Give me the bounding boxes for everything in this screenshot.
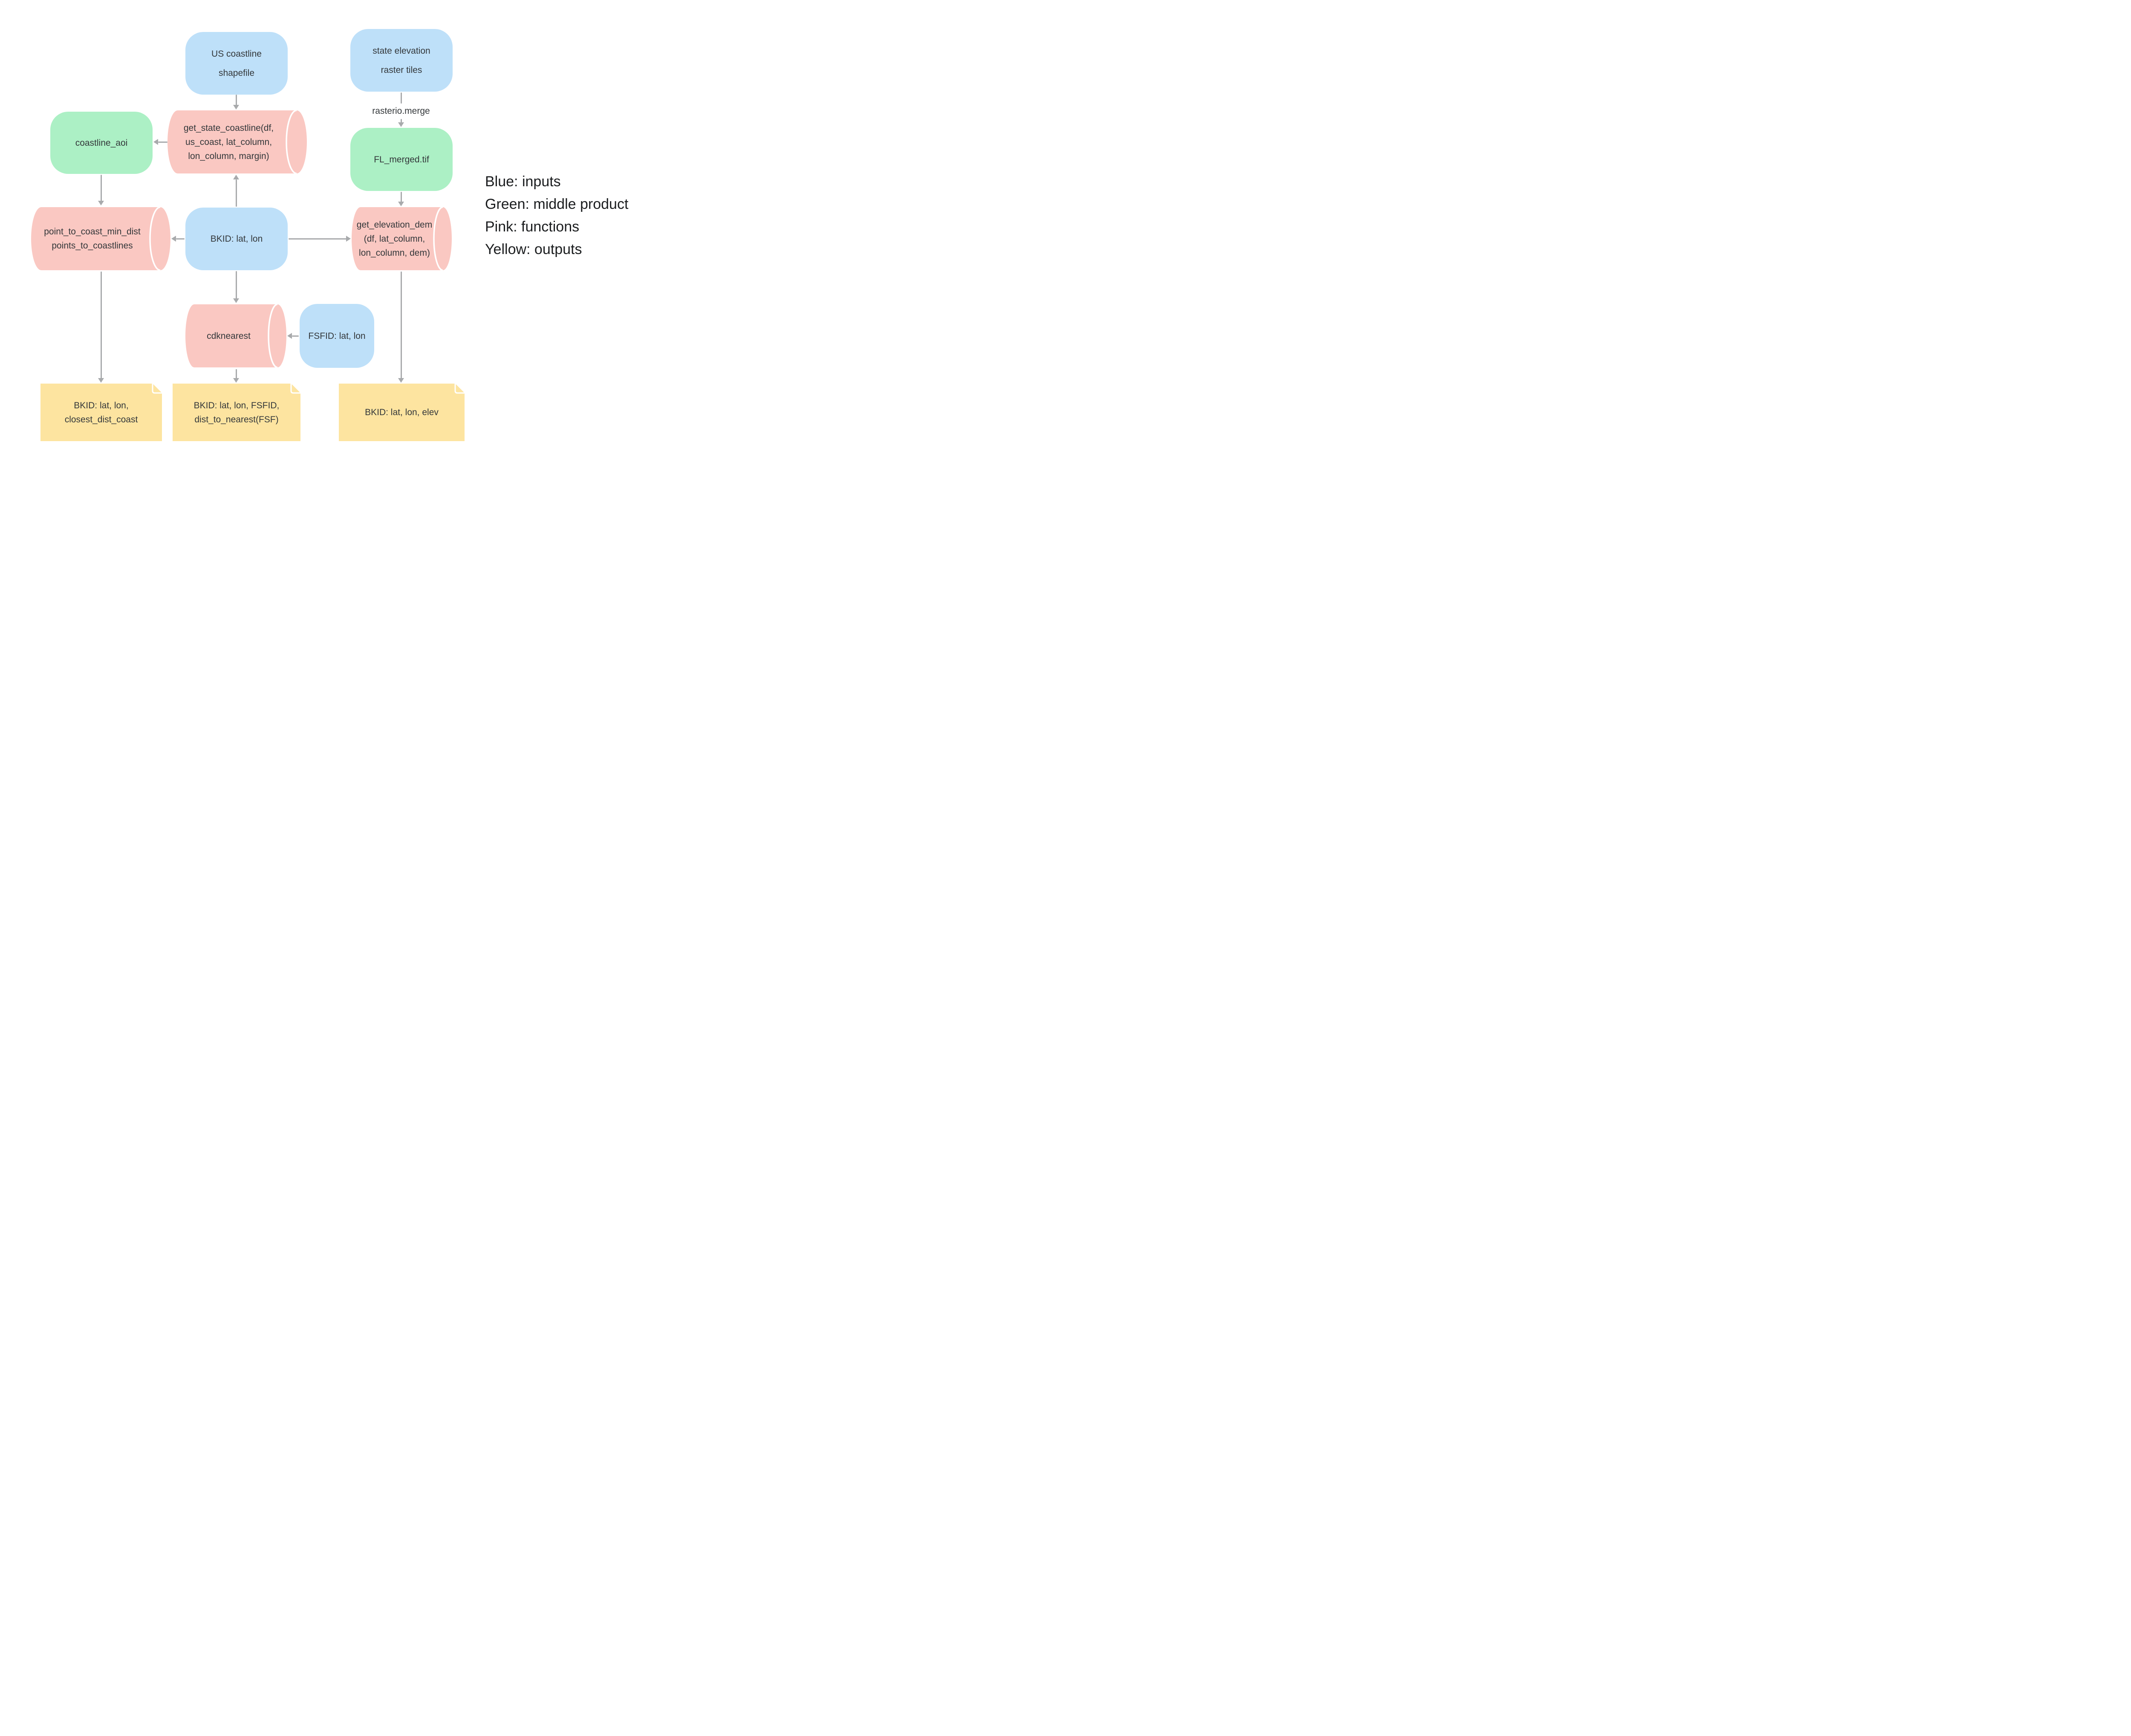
node-us-coastline-shapefile: US coastline shapefile <box>185 32 288 95</box>
node-fsfid-lat-lon: FSFID: lat, lon <box>300 304 374 368</box>
arrow-fsfid-to-cdknearest <box>292 335 299 337</box>
arrow-point-to-coast-to-output-coast <box>100 272 102 378</box>
note-shape <box>173 384 300 441</box>
arrowhead-us-coastline-to-get-state-coastline <box>233 105 239 110</box>
arrowhead-fl-merged-to-get-elevation-dem <box>398 202 404 206</box>
node-output-bkid-lat-lon-elev: BKID: lat, lon, elev <box>339 384 465 441</box>
node-get-elevation-dem: get_elevation_dem (df, lat_column, lon_c… <box>352 207 452 271</box>
arrowhead-coastline-aoi-to-point-to-coast <box>98 201 104 205</box>
node-label-line: FSFID: lat, lon <box>308 331 366 341</box>
cylinder-shape <box>352 207 452 271</box>
node-label-line: get_elevation_dem <box>356 220 433 230</box>
rasterio-merge-label: rasterio.merge <box>358 106 444 116</box>
node-label-line: lon_column, margin) <box>188 151 269 161</box>
arrow-get-elevation-dem-to-output-elev <box>400 272 402 378</box>
arrow-coastline-aoi-to-point-to-coast <box>100 175 102 201</box>
node-label-line: coastline_aoi <box>75 138 128 148</box>
note-shape <box>40 384 162 441</box>
legend-item-pink: Pink: functions <box>485 219 580 235</box>
arrowhead-rasterio-merge-to-fl-merged <box>398 122 404 127</box>
node-label-line: cdknearest <box>207 331 251 341</box>
arrowhead-bkid-to-get-state-coastline <box>233 175 239 179</box>
node-label-line: point_to_coast_min_dist <box>44 227 141 237</box>
node-label-line: shapefile <box>218 68 255 78</box>
node-label-line: points_to_coastlines <box>52 241 133 251</box>
node-label-line: BKID: lat, lon, FSFID, <box>193 400 280 410</box>
legend-item-yellow: Yellow: outputs <box>485 241 582 257</box>
note-shape <box>339 384 465 441</box>
node-bkid-lat-lon: BKID: lat, lon <box>185 208 288 270</box>
cylinder-shape <box>185 304 286 368</box>
node-label-line: (df, lat_column, <box>364 234 425 244</box>
arrowhead-bkid-to-cdknearest <box>233 298 239 303</box>
node-label-line: us_coast, lat_column, <box>185 137 272 147</box>
arrowhead-bkid-to-get-elevation-dem <box>346 236 351 242</box>
arrow-fl-merged-to-get-elevation-dem <box>400 192 402 202</box>
node-state-elevation-raster-tiles: state elevation raster tiles <box>350 29 453 92</box>
node-label-line: US coastline <box>211 49 262 59</box>
node-get-state-coastline: get_state_coastline(df, us_coast, lat_co… <box>167 110 307 174</box>
node-label-line: BKID: lat, lon <box>210 234 263 244</box>
arrowhead-fsfid-to-cdknearest <box>287 333 292 339</box>
arrowhead-bkid-to-point-to-coast <box>171 236 176 242</box>
node-label-line: get_state_coastline(df, <box>183 123 274 133</box>
node-cdknearest: cdknearest <box>185 304 286 368</box>
node-coastline-aoi: coastline_aoi <box>50 112 153 174</box>
legend: Blue: inputs Green: middle product Pink:… <box>485 170 628 261</box>
node-label-line: dist_to_nearest(FSF) <box>194 414 279 425</box>
node-label-line: state elevation <box>372 46 430 56</box>
arrowhead-get-elevation-dem-to-output-elev <box>398 378 404 383</box>
node-label-line: BKID: lat, lon, elev <box>365 407 439 417</box>
cylinder-shape <box>31 207 170 271</box>
node-label-line: BKID: lat, lon, <box>74 400 129 410</box>
node-output-bkid-fsfid-dist-to-nearest: BKID: lat, lon, FSFID, dist_to_nearest(F… <box>173 384 300 441</box>
arrow-get-state-coastline-to-coastline-aoi <box>158 141 167 143</box>
arrow-us-coastline-to-get-state-coastline <box>235 95 237 105</box>
node-output-bkid-closest-dist-coast: BKID: lat, lon, closest_dist_coast <box>40 384 162 441</box>
arrowhead-get-state-coastline-to-coastline-aoi <box>153 139 158 145</box>
node-fl-merged-tif: FL_merged.tif <box>350 128 453 191</box>
arrowhead-cdknearest-to-output-fsf <box>233 378 239 383</box>
node-label-line: lon_column, dem) <box>359 248 430 258</box>
arrow-bkid-to-get-elevation-dem <box>289 238 347 240</box>
arrow-rasterio-merge-to-fl-merged <box>400 119 402 123</box>
legend-item-green: Green: middle product <box>485 196 629 212</box>
arrow-bkid-to-cdknearest <box>235 271 237 299</box>
node-label-line: raster tiles <box>381 65 422 75</box>
node-point-to-coast-min-dist: point_to_coast_min_dist points_to_coastl… <box>31 207 170 271</box>
arrow-bkid-to-get-state-coastline <box>235 179 237 207</box>
diagram-canvas: rasterio.merge US coastline shapefile st… <box>0 0 658 471</box>
arrowhead-point-to-coast-to-output-coast <box>98 378 104 383</box>
arrow-bkid-to-point-to-coast <box>176 238 185 240</box>
node-label-line: FL_merged.tif <box>374 154 429 165</box>
node-label-line: closest_dist_coast <box>64 414 138 425</box>
arrow-state-elevation-to-rasterio-merge <box>400 92 402 104</box>
legend-item-blue: Blue: inputs <box>485 173 561 190</box>
arrow-cdknearest-to-output-fsf <box>235 369 237 378</box>
cylinder-shape <box>167 110 307 174</box>
